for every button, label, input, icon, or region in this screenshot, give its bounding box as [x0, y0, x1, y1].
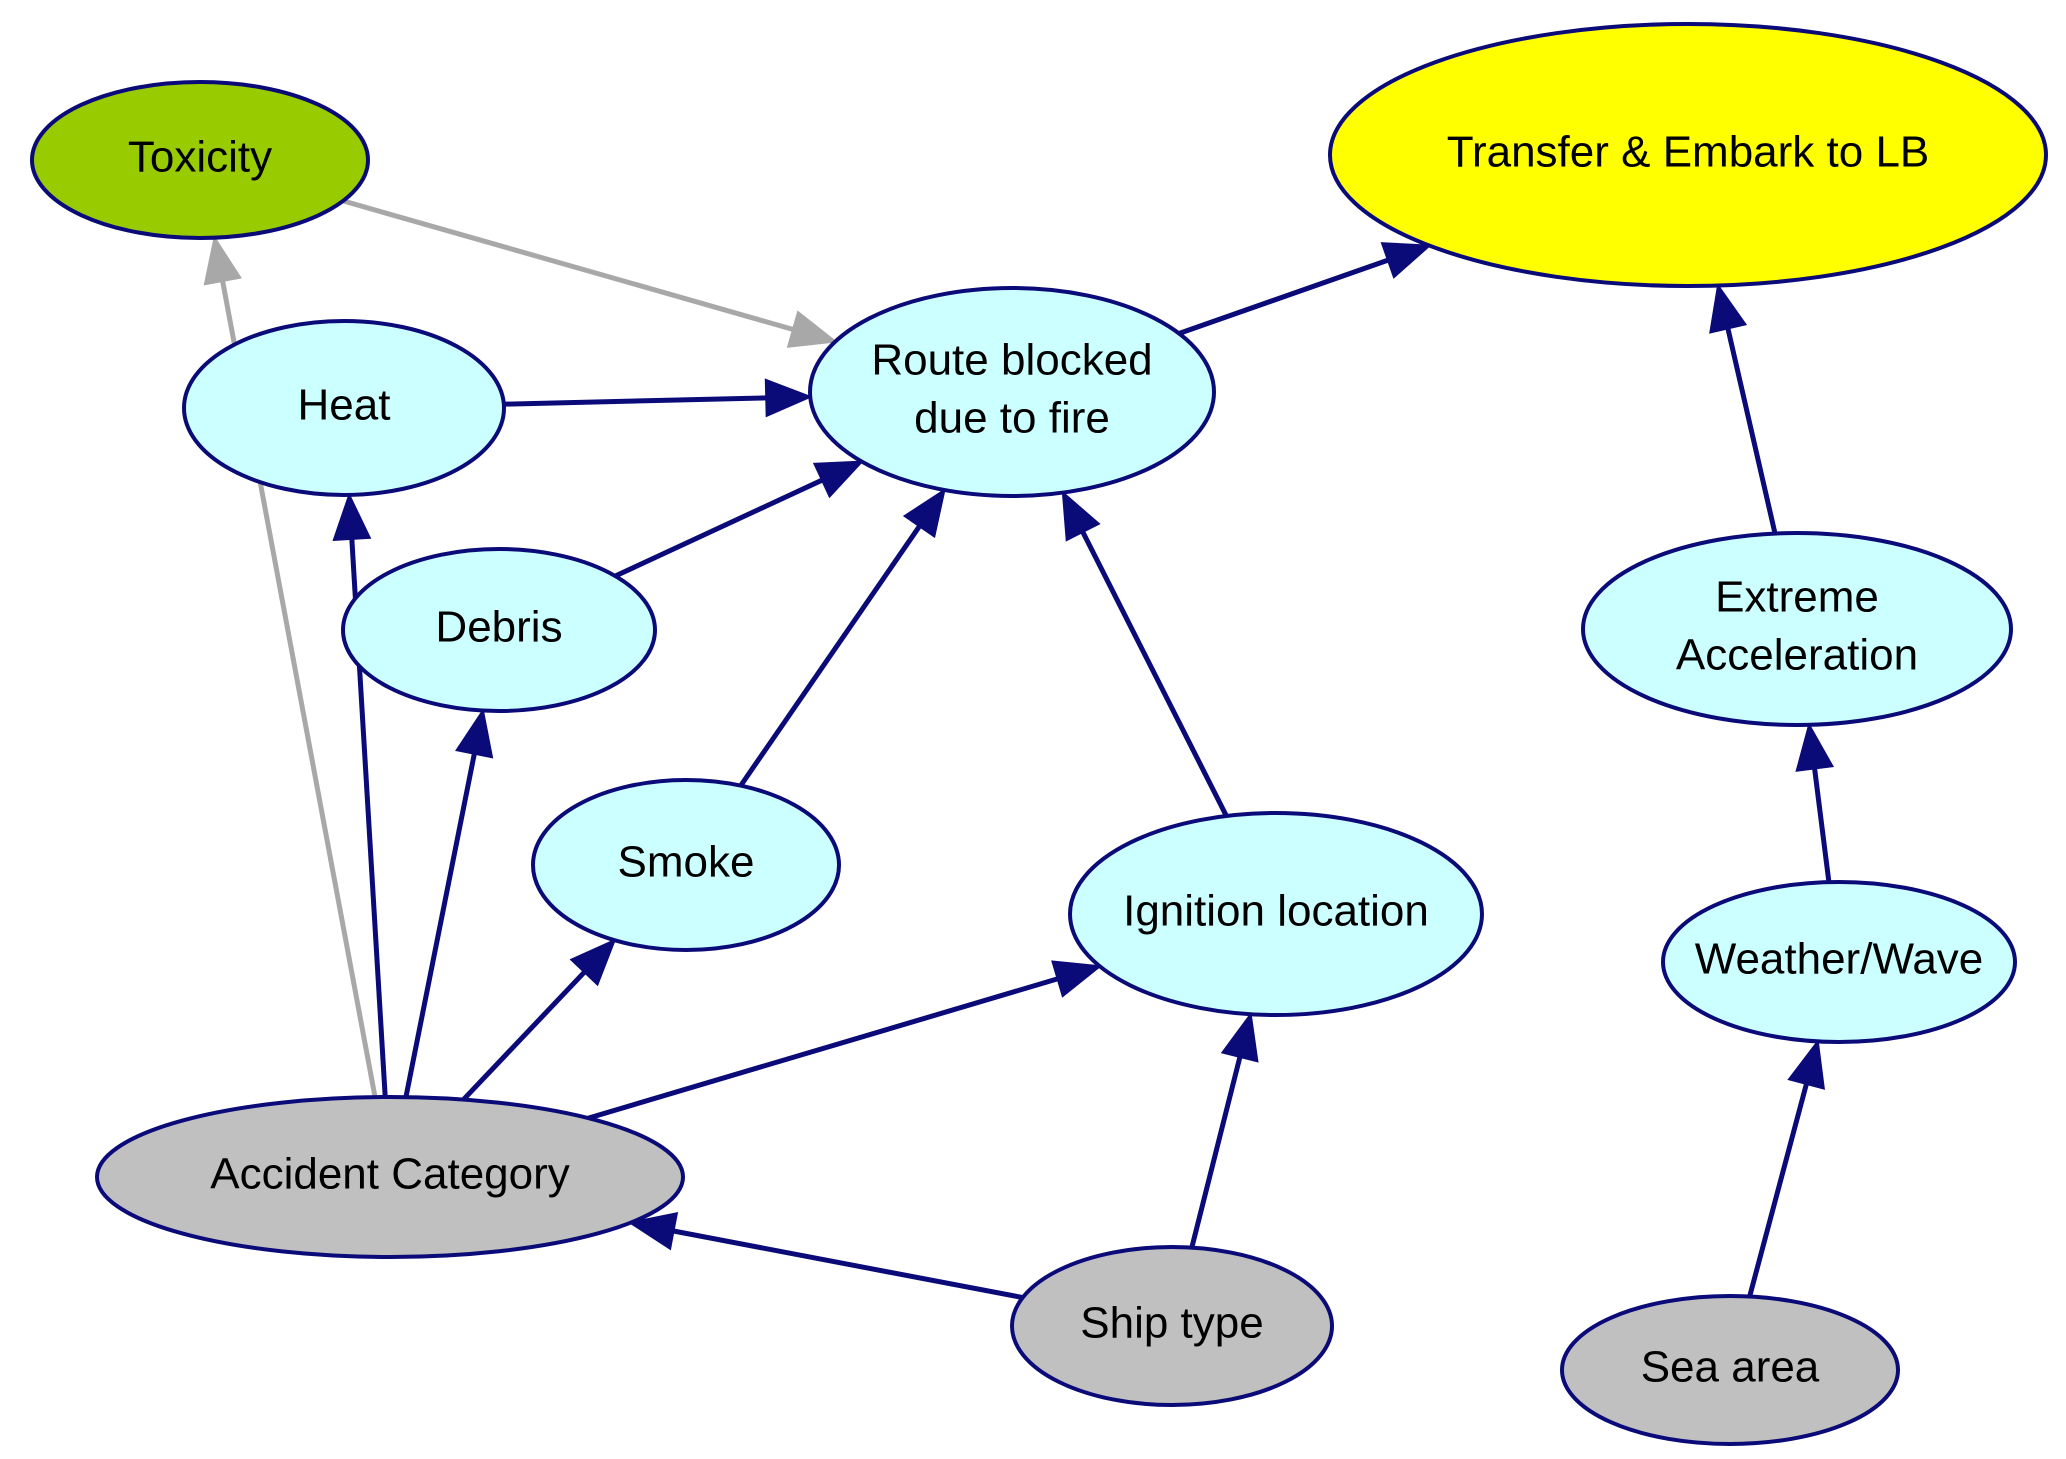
node-debris[interactable]: Debris: [341, 547, 657, 713]
arrowhead: [1787, 1038, 1825, 1090]
node-label: Toxicity: [128, 133, 272, 182]
edge-ship-to-accident: [627, 1212, 1024, 1301]
node-sea[interactable]: Sea area: [1560, 1294, 1900, 1446]
edge-smoke-to-route: [738, 487, 946, 788]
node-weather[interactable]: Weather/Wave: [1661, 880, 2017, 1044]
edge-accident-to-debris: [403, 707, 494, 1098]
arrowhead: [1061, 490, 1101, 542]
arrowhead: [764, 378, 813, 418]
arrowhead: [1709, 282, 1748, 334]
edge-debris-to-route: [614, 460, 865, 579]
node-label: Weather/Wave: [1695, 935, 1984, 984]
node-label: due to fire: [914, 394, 1110, 443]
edge-route-to-transfer: [1178, 242, 1432, 336]
edge-toxicity-to-route: [342, 198, 838, 348]
node-ellipse[interactable]: [1328, 22, 2048, 288]
node-ellipse[interactable]: [95, 1095, 685, 1259]
edge-accident-to-smoke: [461, 938, 617, 1102]
node-ellipse[interactable]: [808, 286, 1216, 498]
edge-line: [1811, 766, 1832, 883]
arrowhead: [812, 460, 865, 499]
node-label: Ship type: [1080, 1299, 1263, 1348]
node-label: Ignition location: [1123, 887, 1429, 936]
edge-line: [342, 198, 796, 333]
node-accident[interactable]: Accident Category: [95, 1095, 685, 1259]
edge-line: [503, 395, 769, 407]
node-label: Debris: [435, 603, 562, 652]
node-ellipse[interactable]: [1010, 1245, 1334, 1407]
node-label: Sea area: [1641, 1343, 1820, 1392]
node-ellipse[interactable]: [30, 80, 370, 240]
edge-line: [614, 477, 825, 579]
node-label: Smoke: [618, 838, 755, 887]
arrowhead: [627, 1212, 679, 1251]
edge-line: [1079, 528, 1229, 818]
node-label: Accident Category: [210, 1150, 570, 1199]
edge-accident-to-ignition: [587, 960, 1103, 1121]
edge-sea-to-weather: [1747, 1038, 1825, 1298]
nodes-layer: Toxicity Transfer & Embark to LB Route blo…: [30, 22, 2048, 1446]
edge-ship-to-ignition: [1189, 1011, 1259, 1249]
arrowhead: [569, 938, 617, 987]
node-transfer[interactable]: Transfer & Embark to LB: [1328, 22, 2048, 288]
node-ellipse[interactable]: [531, 778, 841, 952]
arrowhead: [203, 235, 242, 286]
node-ellipse[interactable]: [1068, 811, 1484, 1017]
edge-line: [461, 968, 588, 1102]
arrowhead: [1380, 242, 1432, 279]
edge-line: [1189, 1054, 1243, 1249]
edge-heat-to-route: [503, 378, 813, 418]
edge-line: [1178, 257, 1391, 336]
edges-layer: [203, 198, 1835, 1301]
node-ellipse[interactable]: [1661, 880, 2017, 1044]
arrowhead: [455, 707, 494, 759]
edge-line: [738, 523, 923, 788]
node-heat[interactable]: Heat: [182, 319, 506, 497]
edge-line: [1747, 1081, 1810, 1298]
node-route[interactable]: Route blocked due to fire: [808, 286, 1216, 498]
node-ellipse[interactable]: [341, 547, 657, 713]
arrowhead: [1220, 1011, 1259, 1063]
node-ellipse[interactable]: [182, 319, 506, 497]
node-label: Route blocked: [871, 336, 1152, 385]
node-ellipse[interactable]: [1581, 531, 2013, 727]
arrowhead: [902, 487, 946, 539]
edge-extreme-to-transfer: [1709, 282, 1778, 535]
edge-line: [587, 975, 1061, 1121]
node-toxicity[interactable]: Toxicity: [30, 80, 370, 240]
node-smoke[interactable]: Smoke: [531, 778, 841, 952]
arrowhead: [786, 310, 838, 348]
arrowhead: [1051, 960, 1103, 998]
edge-weather-to-extreme: [1795, 722, 1835, 883]
node-label: Heat: [298, 381, 391, 430]
node-label: Extreme: [1715, 573, 1879, 622]
node-label: Acceleration: [1676, 631, 1918, 680]
edge-ignition-to-route: [1061, 490, 1229, 818]
edge-line: [671, 1228, 1024, 1301]
arrowhead: [332, 492, 372, 542]
edge-line: [1724, 325, 1778, 535]
node-ellipse[interactable]: [1560, 1294, 1900, 1446]
node-ship[interactable]: Ship type: [1010, 1245, 1334, 1407]
arrowhead: [1795, 722, 1835, 772]
node-label: Transfer & Embark to LB: [1447, 128, 1930, 177]
node-ignition[interactable]: Ignition location: [1068, 811, 1484, 1017]
edge-line: [403, 751, 478, 1098]
